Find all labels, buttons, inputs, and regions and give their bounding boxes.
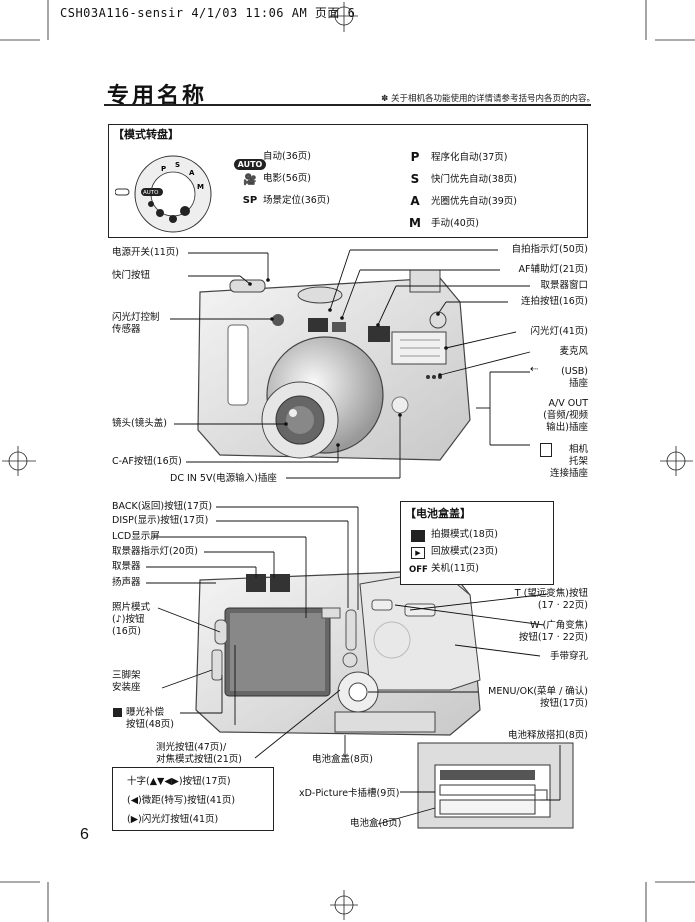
page-number: 6 <box>80 826 89 843</box>
label-cradle: 相机 托架 连接插座 <box>549 444 588 479</box>
mode-off-label: 关机(11页) <box>431 563 480 574</box>
mode-sp-label: 场景定位(36页) <box>263 195 331 206</box>
label-metering: 测光按钮(47页)/ 对焦模式按钮(21页) <box>156 742 243 765</box>
mode-shoot-label: 拍摄模式(18页) <box>431 529 499 540</box>
label-shutter-button: 快门按钮 <box>112 270 151 281</box>
mode-a-label: 光圈优先自动(39页) <box>431 196 518 207</box>
label-self-timer: 自拍指示灯(50页) <box>511 244 588 255</box>
mode-p-label: 程序化自动(37页) <box>431 152 508 163</box>
mode-dial-icon: AUTO S A M P <box>115 155 212 233</box>
title-note: ✽ 关于相机各功能使用的详情请参考括号内各页的内容。 <box>381 94 595 104</box>
label-strap: 手带穿孔 <box>549 651 588 662</box>
movie-icon: 🎥 <box>243 173 257 186</box>
label-flash: 闪光灯(41页) <box>530 326 588 337</box>
mode-s-label: 快门优先自动(38页) <box>431 174 518 185</box>
label-vf-lamp: 取景器指示灯(20页) <box>112 546 199 557</box>
play-icon: ▶ <box>411 547 425 559</box>
label-caf-button: C-AF按钮(16页) <box>112 456 182 467</box>
label-mic: 麦克风 <box>559 346 588 357</box>
camera-back-illustration <box>146 506 574 829</box>
battery-cover-heading: 【电池盒盖】 <box>405 507 471 520</box>
title-rule <box>104 104 591 106</box>
label-back-button: BACK(返回)按钮(17页) <box>112 501 213 512</box>
svg-text:S: S <box>175 161 180 169</box>
label-wide-button: W (广角变焦) 按钮(17 · 22页) <box>518 620 588 643</box>
cross-line-1: 十字(▲▼◀▶)按钮(17页) <box>127 776 231 787</box>
label-exposure: 曝光补偿 按钮(48页) <box>126 707 175 730</box>
label-viewfinder: 取景器 <box>112 561 141 572</box>
mode-m-label: 手动(40页) <box>431 218 480 229</box>
mode-key-a: A <box>410 194 420 208</box>
camera-front-illustration <box>170 249 531 479</box>
label-lens: 镜头(镜头盖) <box>112 418 167 429</box>
cross-line-2: (◀)微距(特写)按钮(41页) <box>127 795 236 806</box>
label-af-assist: AF辅助灯(21页) <box>518 264 588 275</box>
label-lcd: LCD显示屏 <box>112 531 160 542</box>
label-battery-box: 电池盒(8页) <box>350 818 402 829</box>
usb-icon: ⇠ <box>530 364 539 375</box>
battery-cover-box: 【电池盒盖】 拍摄模式(18页) ▶ 回放模式(23页) OFF 关机(11页) <box>400 501 554 585</box>
cross-line-3: (▶)闪光灯按钮(41页) <box>127 814 219 825</box>
mode-key-s: S <box>410 172 420 186</box>
label-viewfinder-window: 取景器窗口 <box>540 280 588 291</box>
label-flash-sensor: 闪光灯控制 传感器 <box>112 312 160 335</box>
label-usb: (USB) 插座 <box>561 366 588 389</box>
mode-key-auto: AUTO <box>221 152 279 171</box>
mode-dial-box: 【模式转盘】 AUTO S A M P AUTO 自动(36页) 🎥 电影(56… <box>108 124 588 238</box>
label-battery-release: 电池释放搭扣(8页) <box>508 730 588 741</box>
label-xd-slot: xD-Picture卡插槽(9页) <box>299 788 400 799</box>
label-speaker: 扬声器 <box>112 577 141 588</box>
mode-auto-label: 自动(36页) <box>263 151 312 162</box>
mode-key-sp: SP <box>242 195 258 206</box>
label-tele-button: T (望远变焦)按钮 (17 · 22页) <box>514 588 588 611</box>
mode-movie-label: 电影(56页) <box>263 173 312 184</box>
mode-key-p: P <box>410 150 420 164</box>
label-power-switch: 电源开关(11页) <box>112 247 180 258</box>
svg-text:AUTO: AUTO <box>143 190 159 196</box>
label-menu-ok: MENU/OK(菜单 / 确认) 按钮(17页) <box>488 686 588 709</box>
mode-play-label: 回放模式(23页) <box>431 546 499 557</box>
print-header: CSH03A116-sensir 4/1/03 11:06 AM 页面 6 <box>60 6 356 20</box>
label-dc-in: DC IN 5V(电源输入)插座 <box>170 473 277 484</box>
exposure-icon <box>113 708 122 717</box>
cross-button-box: 十字(▲▼◀▶)按钮(17页) (◀)微距(特写)按钮(41页) (▶)闪光灯按… <box>112 767 274 831</box>
label-disp-button: DISP(显示)按钮(17页) <box>112 515 209 526</box>
mode-key-m: M <box>409 216 421 230</box>
mode-dial-heading: 【模式转盘】 <box>113 128 179 141</box>
camera-icon <box>411 530 425 542</box>
label-battery-cover: 电池盒盖(8页) <box>312 754 373 765</box>
cradle-icon <box>540 443 552 457</box>
label-av-out: A/V OUT (音频/视频 输出)插座 <box>543 398 588 433</box>
label-photo-mode: 照片模式 (♪)按钮 (16页) <box>112 602 151 637</box>
mode-off-key: OFF <box>409 565 428 575</box>
svg-text:M: M <box>197 183 204 191</box>
label-continuous-button: 连拍按钮(16页) <box>520 296 588 307</box>
svg-text:A: A <box>189 169 195 177</box>
label-tripod: 三脚架 安装座 <box>112 670 141 693</box>
svg-text:P: P <box>161 165 166 173</box>
